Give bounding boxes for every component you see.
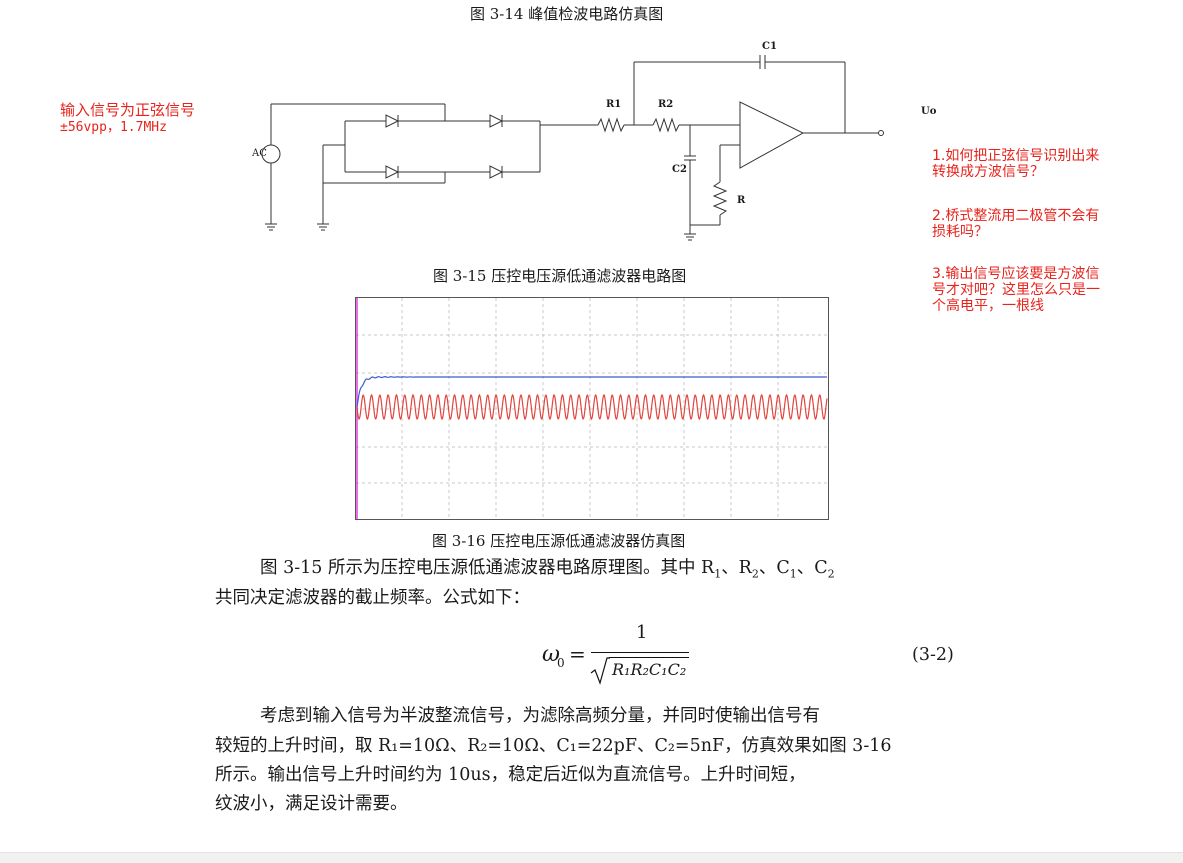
simulation-plot xyxy=(355,297,829,520)
formula-omega-sub: 0 xyxy=(557,656,565,670)
input-note-line2: ±56vpp，1.7MHz xyxy=(60,120,167,135)
sub-c2: 2 xyxy=(827,567,835,581)
formula-denominator: R₁R₂C₁C₂ xyxy=(612,660,687,679)
label-c2: C2 xyxy=(672,164,687,175)
fraction-bar xyxy=(591,652,689,653)
q3-line2: 号才对吧？这里怎么只是一 xyxy=(932,282,1100,298)
sub-r2: 2 xyxy=(751,567,759,581)
question-3: 3.输出信号应该要是方波信 号才对吧？这里怎么只是一 个高电平，一根线 xyxy=(932,266,1100,314)
paragraph-2-line-1: 考虑到输入信号为半波整流信号，为滤除高频分量，并同时使输出信号有 xyxy=(260,706,820,726)
paragraph-1-line-2: 共同决定滤波器的截止频率。公式如下： xyxy=(215,588,530,608)
formula-numerator: 1 xyxy=(636,622,648,643)
q3-line1: 3.输出信号应该要是方波信 xyxy=(932,266,1100,282)
q1-line1: 1.如何把正弦信号识别出来 xyxy=(932,148,1100,164)
formula-3-2: ω 0 = 1 R₁R₂C₁C₂ xyxy=(542,622,692,692)
p1-sep3: 、C xyxy=(796,558,828,578)
p1-sep1: 、R xyxy=(721,558,752,578)
formula-omega: ω xyxy=(542,642,560,667)
label-ac: AC xyxy=(252,148,267,159)
p1-sep2: 、C xyxy=(758,558,790,578)
label-c1: C1 xyxy=(762,41,777,52)
q1-line2: 转换成方波信号？ xyxy=(932,164,1044,180)
bottom-scrollbar-area[interactable] xyxy=(0,852,1183,863)
question-2: 2.桥式整流用二极管不会有 损耗吗？ xyxy=(932,208,1099,240)
sub-r1: 1 xyxy=(714,567,722,581)
fig-3-16-caption: 图 3-16 压控电压源低通滤波器仿真图 xyxy=(432,532,686,550)
output-trace xyxy=(356,376,827,408)
paragraph-2-line-2: 较短的上升时间，取 R₁=10Ω、R₂=10Ω、C₁=22pF、C₂=5nF，仿… xyxy=(215,736,892,756)
input-trace xyxy=(356,393,828,421)
paragraph-2-line-3: 所示。输出信号上升时间约为 10us，稳定后近似为直流信号。上升时间短， xyxy=(215,765,806,785)
fig-3-15-caption: 图 3-15 压控电压源低通滤波器电路图 xyxy=(433,267,687,285)
formula-number: (3-2) xyxy=(912,645,954,665)
q2-line1: 2.桥式整流用二极管不会有 xyxy=(932,208,1100,224)
circuit-diagram xyxy=(261,55,884,241)
label-r: R xyxy=(737,195,746,206)
input-signal-note: 输入信号为正弦信号 ±56vpp，1.7MHz xyxy=(60,102,195,136)
sqrt-sign xyxy=(590,657,610,685)
fig-3-14-caption: 图 3-14 峰值检波电路仿真图 xyxy=(470,5,664,23)
formula-equals: = xyxy=(569,642,586,666)
label-r1: R1 xyxy=(606,99,622,110)
q2-line2: 损耗吗？ xyxy=(932,224,988,240)
sub-c1: 1 xyxy=(789,567,797,581)
p1-text: 图 3-15 所示为压控电压源低通滤波器电路原理图。其中 R xyxy=(260,558,715,578)
label-uo: Uo xyxy=(921,106,937,117)
q3-line3: 个高电平，一根线 xyxy=(932,298,1044,314)
paragraph-1-line-1: 图 3-15 所示为压控电压源低通滤波器电路原理图。其中 R1、R2、C1、C2 xyxy=(260,553,835,590)
paragraph-2-line-4: 纹波小，满足设计需要。 xyxy=(215,794,408,814)
question-1: 1.如何把正弦信号识别出来 转换成方波信号？ xyxy=(932,148,1099,180)
input-note-line1: 输入信号为正弦信号 xyxy=(60,101,196,119)
label-r2: R2 xyxy=(658,99,674,110)
